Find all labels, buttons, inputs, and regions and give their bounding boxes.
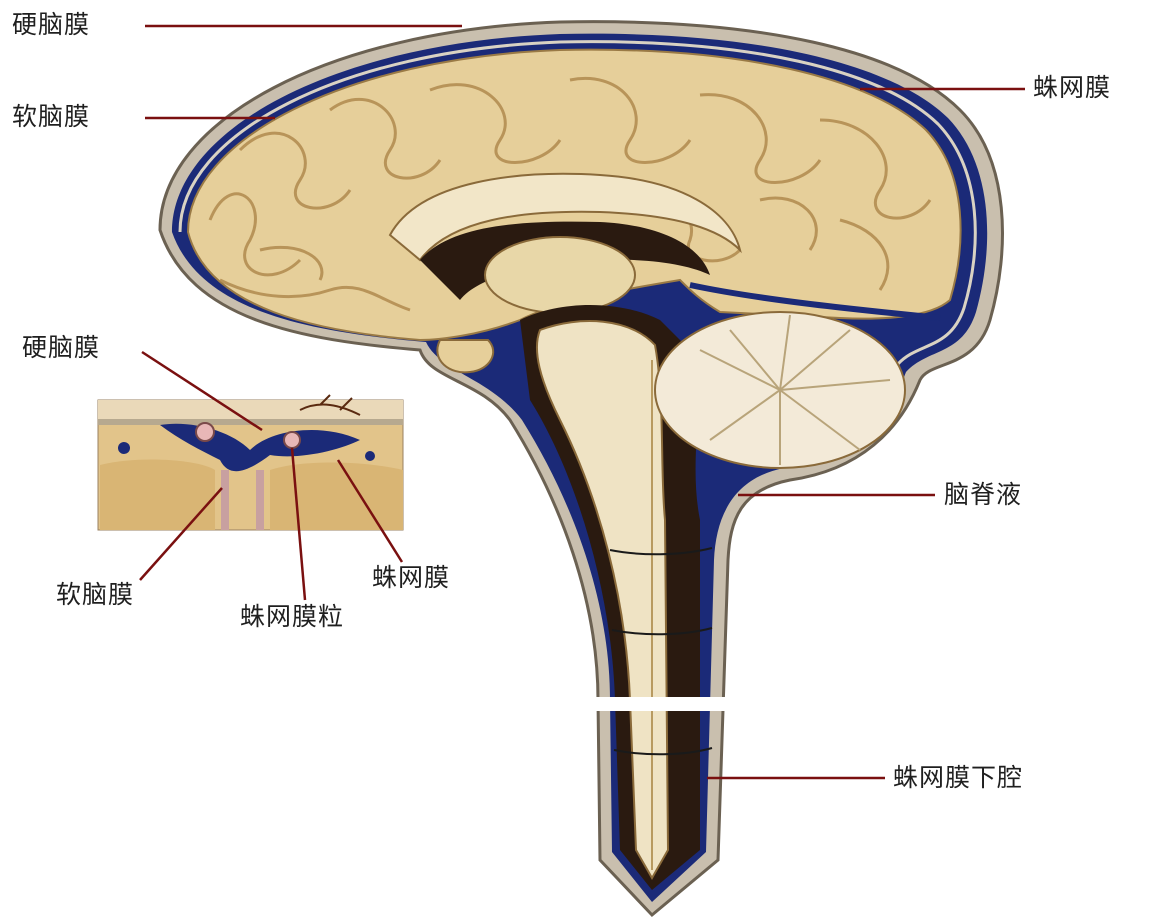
pituitary	[437, 340, 493, 372]
label-dura-inset: 硬脑膜	[22, 333, 100, 363]
label-dura-top: 硬脑膜	[12, 10, 90, 40]
label-pia-top: 软脑膜	[12, 102, 90, 132]
label-arachnoid-inset: 蛛网膜	[372, 563, 450, 593]
label-pia-inset: 软脑膜	[56, 580, 134, 610]
label-subarachnoid: 蛛网膜下腔	[893, 763, 1023, 793]
label-granulation-inset: 蛛网膜粒	[240, 602, 344, 632]
label-arachnoid-top: 蛛网膜	[1033, 73, 1111, 103]
label-csf: 脑脊液	[944, 480, 1022, 510]
inset-detail	[98, 395, 403, 530]
